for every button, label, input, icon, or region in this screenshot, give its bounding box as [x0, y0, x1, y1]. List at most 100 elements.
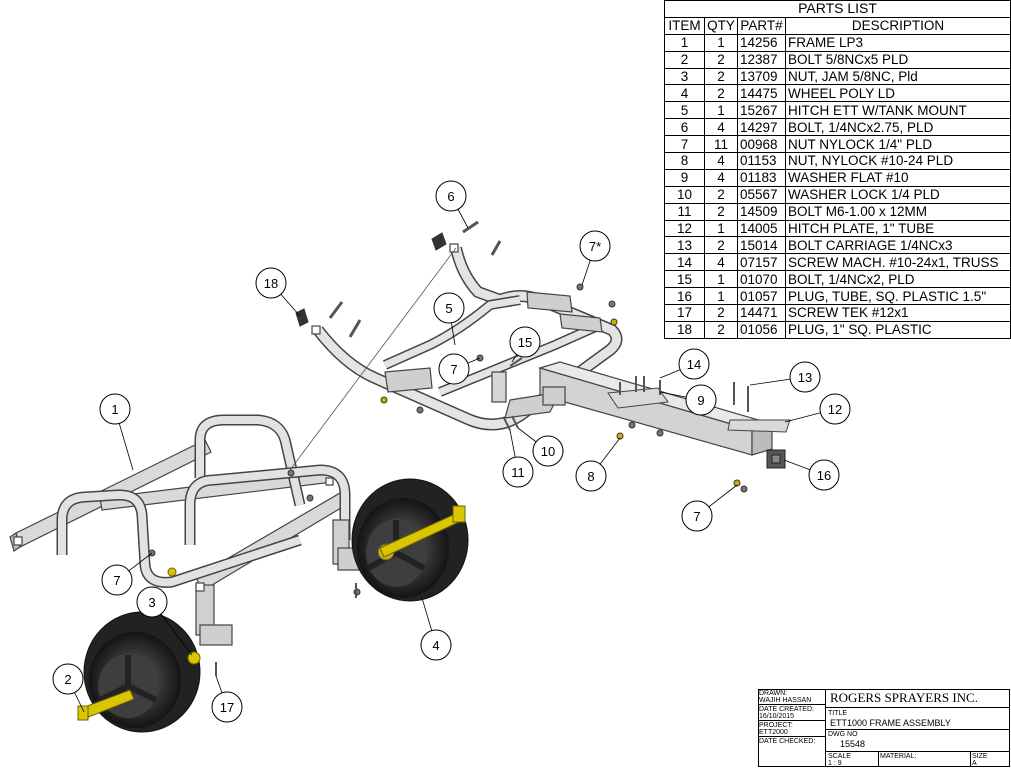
parts-list-cell: 13709: [737, 67, 786, 86]
parts-list-cell: 2: [704, 50, 738, 69]
callout-circle: [255, 267, 287, 299]
parts-list-cell: 2: [704, 304, 738, 322]
parts-list-cell: 14471: [737, 304, 786, 322]
callout-circle: [681, 500, 713, 532]
parts-list-cell: 6: [664, 118, 705, 137]
parts-list-cell: 9: [664, 168, 705, 187]
callout-balloon: 8: [575, 437, 621, 492]
parts-list-cell: BOLT 5/8NCx5 PLD: [784, 50, 1011, 69]
callout-balloon: 10: [517, 427, 564, 467]
parts-list-cell: 12: [664, 219, 705, 238]
parts-list-header-cell: DESCRIPTION: [784, 16, 1011, 35]
callout-number: 8: [587, 469, 594, 484]
parts-list-cell: 14297: [737, 118, 786, 137]
callout-number: 9: [697, 393, 704, 408]
parts-list-cell: HITCH PLATE, 1" TUBE: [784, 219, 1011, 238]
parts-list-cell: 8: [664, 152, 705, 170]
project-label: PROJECT:: [759, 722, 793, 729]
jam-nuts: [167, 567, 201, 665]
drawn-value: WAJIH HASSAN: [759, 697, 812, 704]
callout-number: 7: [450, 362, 457, 377]
parts-list-cell: 05567: [737, 185, 786, 204]
callout-number: 13: [798, 370, 812, 385]
parts-list-cell: 01056: [737, 320, 786, 339]
parts-list-cell: 14256: [737, 33, 786, 52]
callout-circle: [685, 384, 717, 416]
parts-list-cell: SCREW MACH. #10-24x1, TRUSS: [784, 253, 1011, 272]
dwg-label: DWG NO: [828, 731, 858, 738]
parts-list-cell: PLUG, 1" SQ. PLASTIC: [784, 320, 1011, 339]
callout-balloon: 7: [681, 484, 738, 532]
parts-list-header-cell: PART#: [737, 16, 786, 35]
parts-list-cell: 2: [704, 67, 738, 86]
parts-list-cell: 18: [664, 320, 705, 339]
callout-number: 7*: [589, 239, 601, 254]
parts-list-cell: 14: [664, 253, 705, 272]
parts-list-cell: 4: [664, 84, 705, 103]
callout-balloon: 3: [136, 586, 193, 656]
parts-list-cell: FRAME LP3: [784, 33, 1011, 52]
callout-balloon: 14: [659, 348, 710, 380]
parts-list-cell: BOLT, 1/4NCx2.75, PLD: [784, 118, 1011, 137]
parts-list-cell: 2: [704, 320, 738, 339]
callout-circle: [509, 326, 541, 358]
callout-balloon: 4: [420, 597, 452, 661]
callout-balloon: 5: [433, 292, 465, 346]
parts-list-cell: 2: [704, 84, 738, 103]
hitch-tank-mount: [311, 243, 775, 456]
callout-number: 1: [111, 402, 118, 417]
callout-number: 14: [687, 357, 701, 372]
project-value: ETT2000: [759, 729, 788, 736]
assembly-leader: [289, 247, 457, 471]
parts-list-cell: 11: [704, 135, 738, 154]
callout-number: 7: [113, 573, 120, 588]
axle-bolts: [77, 505, 466, 721]
parts-list-cell: 3: [664, 67, 705, 86]
parts-list-cell: 01057: [737, 287, 786, 306]
parts-list-cell: 07157: [737, 253, 786, 272]
callout-circle: [579, 230, 611, 262]
callout-number: 18: [264, 276, 278, 291]
callout-circle: [99, 393, 131, 425]
callout-number: 12: [828, 402, 842, 417]
parts-list-cell: 1: [704, 101, 738, 120]
callout-circle: [678, 348, 710, 380]
callout-balloon: 7*: [579, 230, 611, 286]
parts-list-cell: BOLT CARRIAGE 1/4NCx3: [784, 236, 1011, 255]
scale-value: 1 : 9: [828, 760, 842, 767]
parts-list-cell: 17: [664, 304, 705, 322]
parts-list-cell: 12387: [737, 50, 786, 69]
callout-balloon: 2: [52, 663, 85, 713]
parts-list-cell: 16: [664, 287, 705, 306]
parts-list-cell: WASHER LOCK 1/4 PLD: [784, 185, 1011, 204]
callout-circle: [819, 393, 851, 425]
title-value: ETT1000 FRAME ASSEMBLY: [830, 718, 951, 728]
parts-list-cell: BOLT, 1/4NCx2, PLD: [784, 270, 1011, 289]
callout-circle: [420, 629, 452, 661]
parts-list-title: PARTS LIST: [663, 0, 1011, 18]
size-value: A: [972, 760, 977, 767]
parts-list-cell: 15: [664, 270, 705, 289]
callout-balloon: 16: [783, 459, 840, 491]
callout-number: 11: [511, 465, 525, 480]
callout-circle: [435, 180, 467, 212]
callout-circle: [136, 586, 168, 618]
parts-list-cell: NUT NYLOCK 1/4" PLD: [784, 135, 1011, 154]
parts-list-cell: WHEEL POLY LD: [784, 84, 1011, 103]
callout-circle: [502, 456, 534, 488]
